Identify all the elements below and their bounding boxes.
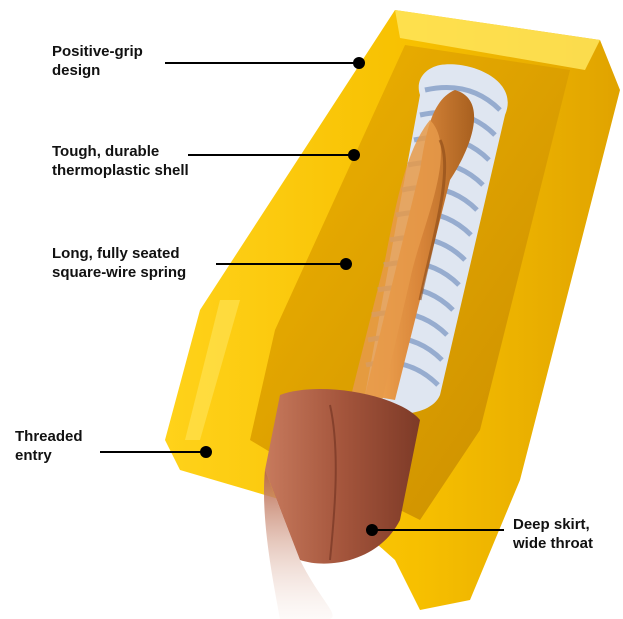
label-line: wide throat (513, 534, 593, 553)
leader-grip-dot (353, 57, 365, 69)
leader-shell-dot (348, 149, 360, 161)
leader-skirt-dot (366, 524, 378, 536)
label-line: Threaded (15, 427, 83, 446)
label-line: Tough, durable (52, 142, 189, 161)
label-line: Positive-grip (52, 42, 143, 61)
label-line: square-wire spring (52, 263, 186, 282)
label-line: Long, fully seated (52, 244, 186, 263)
label-line: design (52, 61, 143, 80)
label-positive-grip-design: Positive-grip design (52, 42, 143, 80)
label-square-wire-spring: Long, fully seated square-wire spring (52, 244, 186, 282)
label-line: thermoplastic shell (52, 161, 189, 180)
label-line: Deep skirt, (513, 515, 593, 534)
leader-thread-dot (200, 446, 212, 458)
label-deep-skirt: Deep skirt, wide throat (513, 515, 593, 553)
wire-insulation (264, 389, 420, 619)
label-thermoplastic-shell: Tough, durable thermoplastic shell (52, 142, 189, 180)
leader-spring-dot (340, 258, 352, 270)
label-threaded-entry: Threaded entry (15, 427, 83, 465)
label-line: entry (15, 446, 83, 465)
